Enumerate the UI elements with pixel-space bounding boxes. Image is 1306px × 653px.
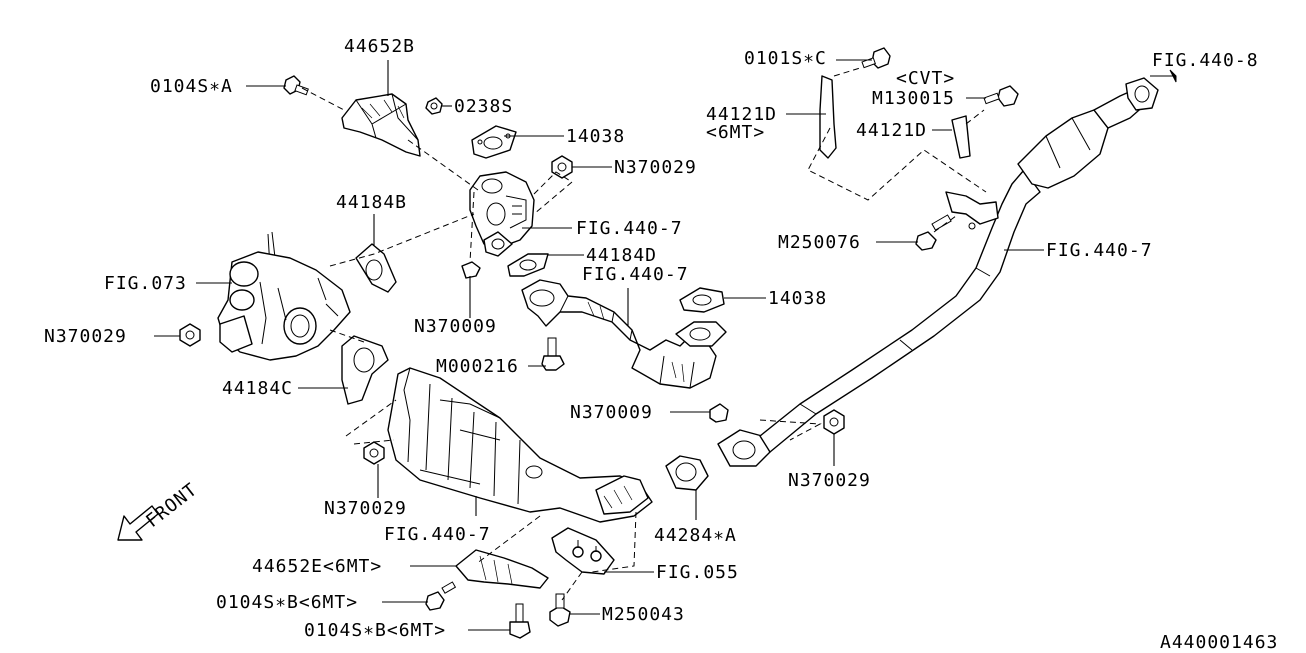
gasket-44184b bbox=[355, 243, 397, 293]
label-n370009-right: N370009 bbox=[570, 402, 653, 423]
bolt-0104s-a bbox=[283, 75, 309, 96]
nut-n370009-right bbox=[709, 403, 729, 423]
gasket-44184d bbox=[507, 253, 549, 277]
label-44652e: 44652E<6MT> bbox=[252, 556, 382, 577]
label-m250043: M250043 bbox=[602, 604, 685, 625]
heat-shield-44652b bbox=[341, 93, 421, 157]
label-44184c: 44184C bbox=[222, 378, 293, 399]
bracket-44121d-left bbox=[819, 75, 837, 159]
nut-0238s bbox=[425, 97, 443, 115]
label-m250076: M250076 bbox=[778, 232, 861, 253]
assembly-dashed-lines bbox=[301, 67, 987, 601]
label-fig4407-mid: FIG.440-7 bbox=[582, 264, 689, 285]
bolt-m130015 bbox=[983, 85, 1019, 107]
turbocharger bbox=[217, 231, 351, 361]
label-front: FRONT bbox=[142, 479, 202, 532]
nut-n370029-right bbox=[823, 409, 845, 435]
label-44121d-right: 44121D bbox=[856, 120, 927, 141]
heat-shield-44652e bbox=[455, 549, 549, 589]
label-m000216: M000216 bbox=[436, 356, 519, 377]
diagram-id: A440001463 bbox=[1160, 632, 1278, 653]
label-14038-right: 14038 bbox=[768, 288, 827, 309]
label-44184b: 44184B bbox=[336, 192, 407, 213]
nut-n370029-cat bbox=[363, 441, 385, 465]
label-44652b: 44652B bbox=[344, 36, 415, 57]
label-44121d-left: 44121D bbox=[706, 104, 777, 125]
label-cvt: <CVT> bbox=[896, 68, 955, 89]
label-n370029-cat: N370029 bbox=[324, 498, 407, 519]
nut-n370009-mid bbox=[461, 261, 481, 279]
label-n370029-left: N370029 bbox=[44, 326, 127, 347]
nut-n370029-top bbox=[551, 155, 573, 179]
front-exhaust-pipe bbox=[521, 279, 717, 389]
front-arrow-icon bbox=[117, 505, 159, 541]
bolt-0104s-b-1 bbox=[425, 581, 457, 611]
label-fig073: FIG.073 bbox=[104, 273, 187, 294]
bolt-m000216 bbox=[541, 337, 565, 371]
fig4408-direction-arrow bbox=[1169, 69, 1177, 83]
label-0104s-b-2: 0104S∗B<6MT> bbox=[304, 620, 446, 641]
nut-n370029-left bbox=[179, 323, 201, 347]
label-n370029-right: N370029 bbox=[788, 470, 871, 491]
label-n370029-top: N370029 bbox=[614, 157, 697, 178]
bolt-0101s-c bbox=[861, 47, 891, 69]
gasket-44184c bbox=[341, 335, 389, 405]
bolt-0104s-b-2 bbox=[509, 603, 531, 639]
label-44284a: 44284∗A bbox=[654, 525, 737, 546]
label-0101s-c: 0101S∗C bbox=[744, 48, 827, 69]
gasket-14038-right bbox=[675, 287, 727, 347]
label-0238s: 0238S bbox=[454, 96, 513, 117]
label-fig4407-cat: FIG.440-7 bbox=[384, 524, 491, 545]
label-44184d: 44184D bbox=[586, 245, 657, 266]
label-fig4407-pipe: FIG.440-7 bbox=[1046, 240, 1153, 261]
label-0104s-a: 0104S∗A bbox=[150, 76, 233, 97]
label-fig055: FIG.055 bbox=[656, 562, 739, 583]
gasket-44284a bbox=[665, 455, 709, 491]
bolt-m250043 bbox=[549, 593, 571, 627]
label-fig4408: FIG.440-8 bbox=[1152, 50, 1259, 71]
label-14038-top: 14038 bbox=[566, 126, 625, 147]
bracket-44121d-right bbox=[945, 115, 999, 230]
label-m130015: M130015 bbox=[872, 88, 955, 109]
bracket-fig055 bbox=[551, 527, 615, 575]
label-6mt: <6MT> bbox=[706, 122, 765, 143]
label-fig4407-turbo: FIG.440-7 bbox=[576, 218, 683, 239]
leader-lines bbox=[154, 59, 1176, 631]
rear-exhaust-pipe bbox=[717, 169, 1041, 467]
label-n370009-mid: N370009 bbox=[414, 316, 497, 337]
center-muffler bbox=[1017, 77, 1159, 189]
turbo-outlet-housing bbox=[469, 171, 535, 257]
label-0104s-b-1: 0104S∗B<6MT> bbox=[216, 592, 358, 613]
bolt-m250076 bbox=[915, 214, 952, 251]
gasket-14038-top bbox=[471, 125, 517, 159]
catalytic-converter bbox=[387, 367, 653, 523]
